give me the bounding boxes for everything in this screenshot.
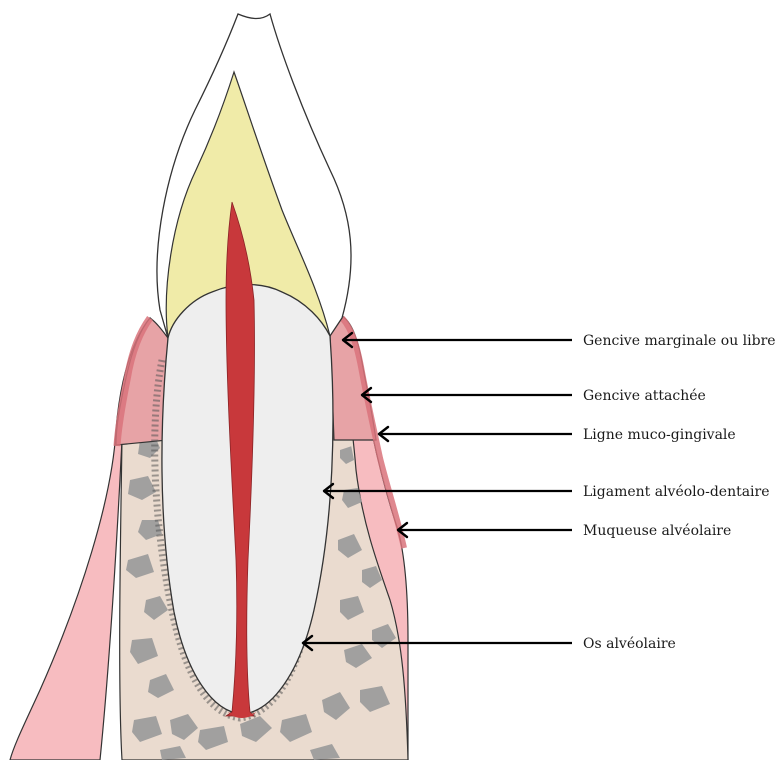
label-ligament: Ligament alvéolo-dentaire [583, 484, 770, 500]
arrow-gencive-marginale [343, 333, 572, 347]
arrow-muqueuse [398, 523, 572, 537]
label-gencive-marginale: Gencive marginale ou libre [583, 333, 776, 349]
arrow-ligne-muco-gingivale [379, 427, 572, 441]
label-os-alveolaire: Os alvéolaire [583, 636, 676, 652]
label-gencive-attachee: Gencive attachée [583, 388, 706, 404]
label-muqueuse: Muqueuse alvéolaire [583, 523, 731, 539]
arrow-gencive-attachee [362, 388, 572, 402]
label-ligne-muco-gingivale: Ligne muco-gingivale [583, 427, 736, 443]
